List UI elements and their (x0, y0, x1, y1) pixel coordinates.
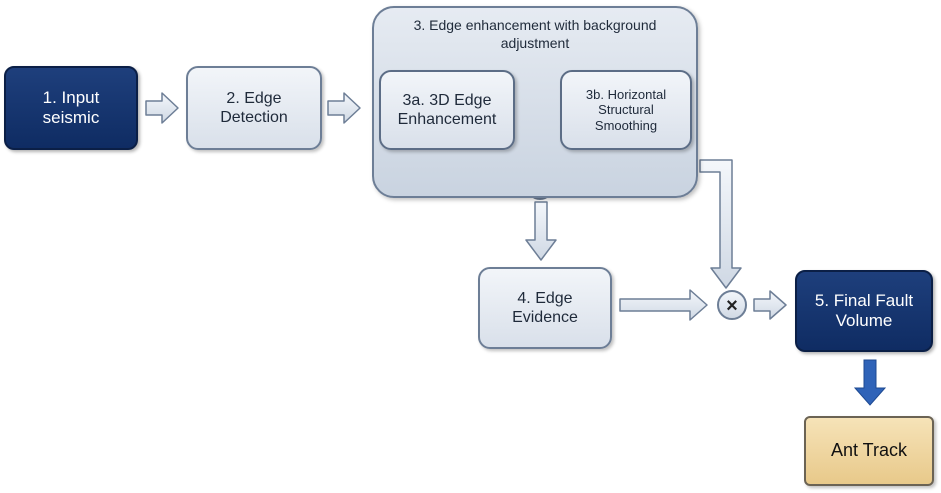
group-title: 3. Edge enhancement with background adju… (413, 17, 657, 52)
node-edge-evidence: 4. Edge Evidence (478, 267, 612, 349)
arrow-detection-to-enhancement (327, 92, 361, 124)
node-edge-detection: 2. Edge Detection (186, 66, 322, 150)
arrow-subtract-to-evidence (525, 201, 557, 261)
multiply-symbol: × (726, 295, 738, 317)
node-ant-track: Ant Track (804, 416, 934, 486)
node-input-seismic: 1. Input seismic (4, 66, 138, 150)
arrow-final-to-anttrack (853, 359, 887, 406)
node-horizontal-structural-smoothing: 3b. Horizontal Structural Smoothing (560, 70, 692, 150)
node-final-fault-volume: 5. Final Fault Volume (795, 270, 933, 352)
node-3d-edge-enhancement: 3a. 3D Edge Enhancement (379, 70, 515, 150)
arrow-evidence-to-multiply (619, 289, 708, 321)
arrow-smoothing-to-multiply (699, 159, 742, 289)
arrow-input-to-detection (145, 92, 179, 124)
multiply-operator: × (717, 290, 747, 320)
arrow-multiply-to-final (753, 290, 787, 320)
